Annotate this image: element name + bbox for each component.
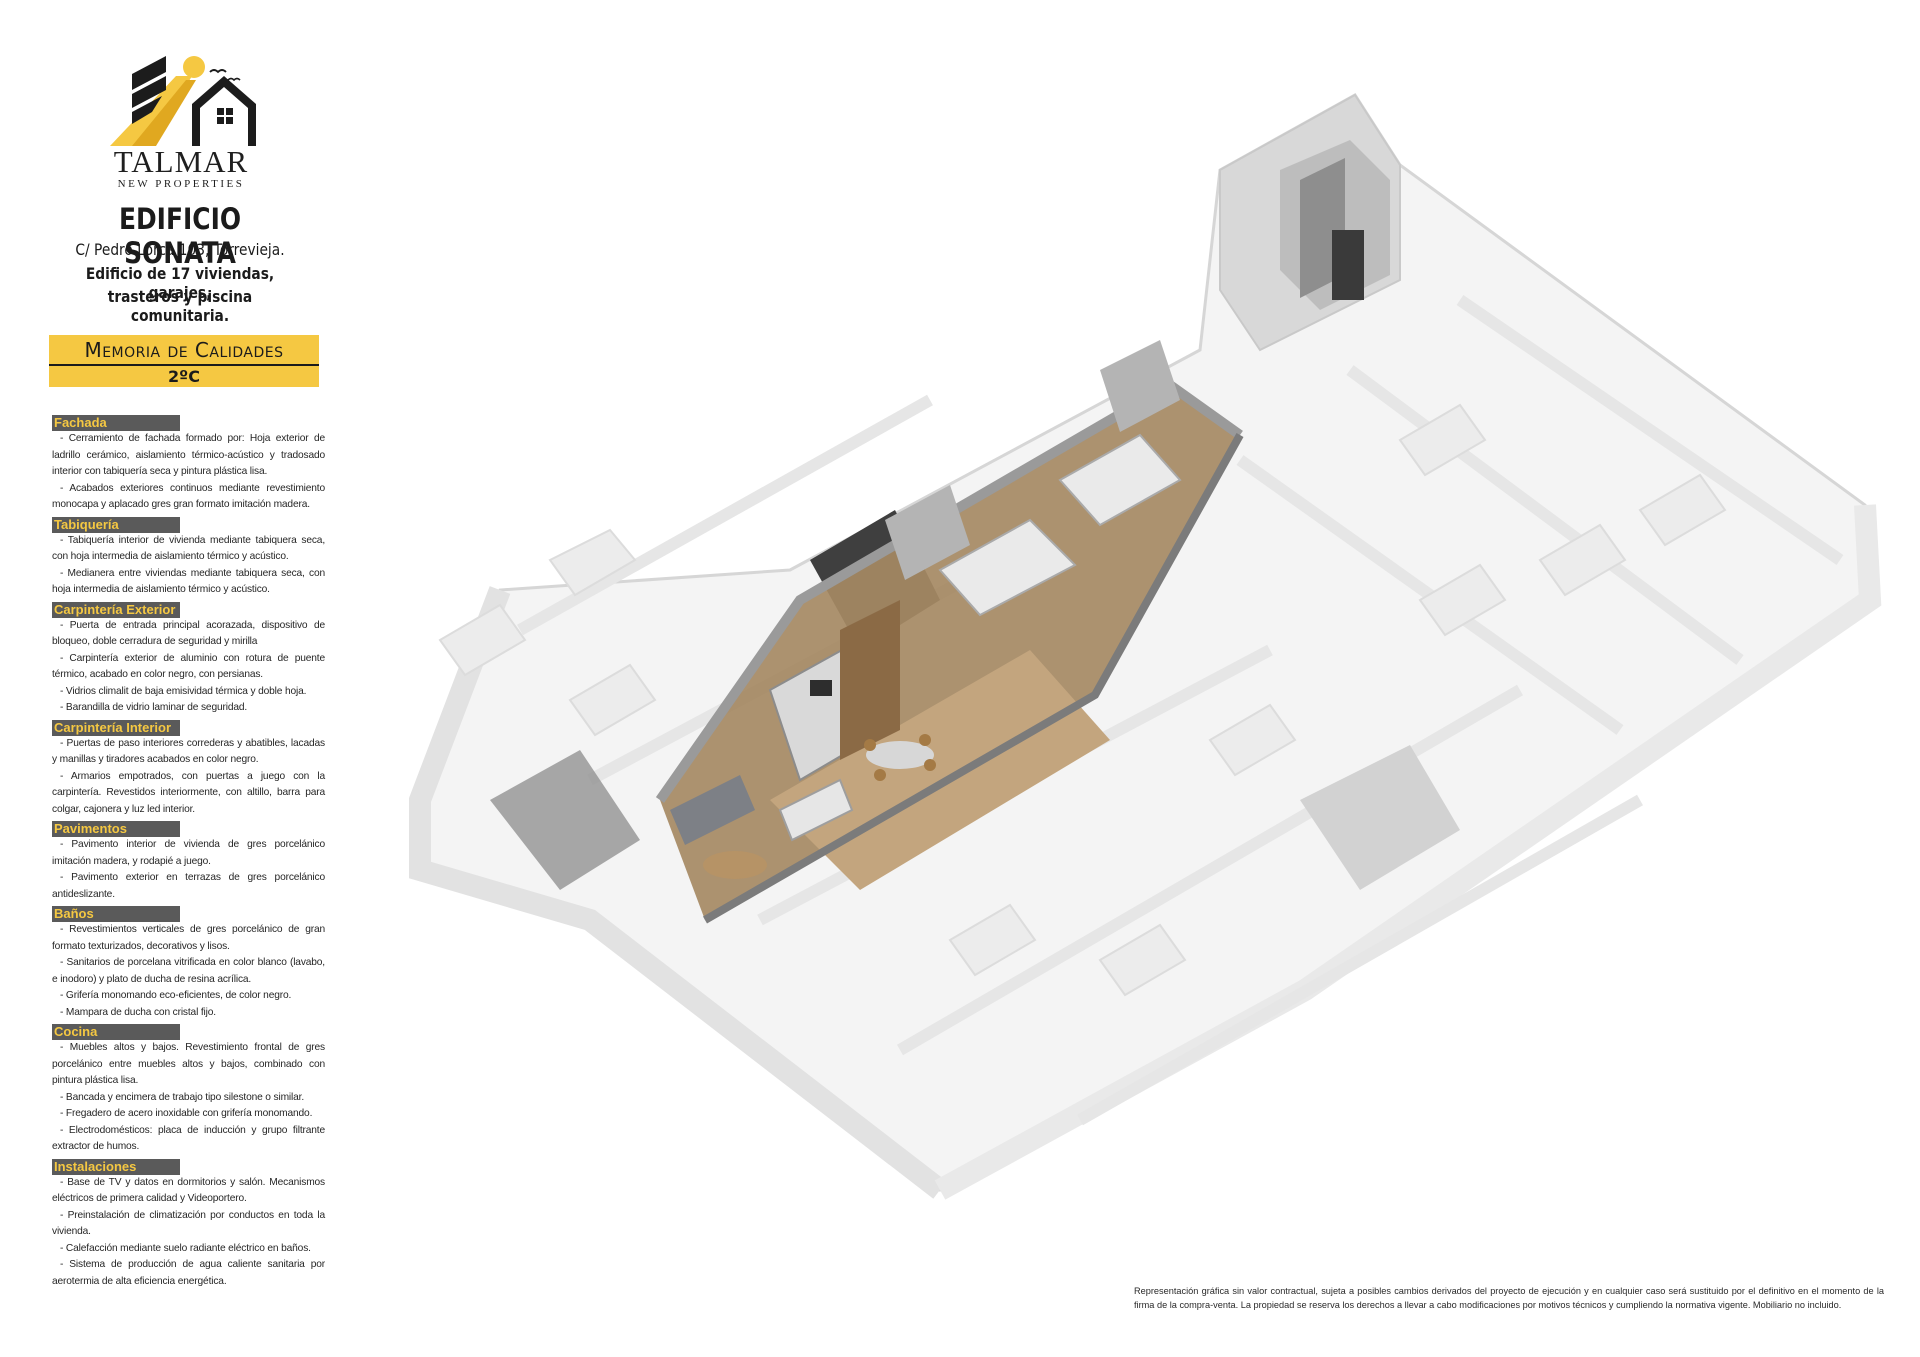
spec-section: Fachada - Cerramiento de fachada formado … <box>52 415 325 514</box>
spec-item: - Armarios empotrados, con puertas a jue… <box>52 770 325 815</box>
memoria-title: Memoria de Calidades <box>84 338 284 362</box>
legal-disclaimer: Representación gráfica sin valor contrac… <box>1134 1286 1884 1310</box>
building-title: EDIFICIO SONATA <box>118 202 242 270</box>
spec-section-title: Pavimentos <box>52 821 180 837</box>
spec-item: - Carpintería exterior de aluminio con r… <box>52 652 325 681</box>
memoria-banner: Memoria de Calidades 2ºC <box>49 335 319 387</box>
brand-subtitle: NEW PROPERTIES <box>117 178 245 190</box>
spec-section: Tabiquería- Tabiquería interior de vivie… <box>52 516 325 599</box>
company-logo: TALMAR NEW PROPERTIES <box>96 50 266 200</box>
spec-item: - Preinstalación de climatización por co… <box>52 1209 325 1238</box>
stair-elevator-core <box>1219 93 1401 352</box>
spec-section: Carpintería Interior- Puertas de paso in… <box>52 719 325 819</box>
spec-section: Baños - Revestimientos verticales de gres… <box>52 906 325 1021</box>
spec-item: - Pavimento exterior en terrazas de gres… <box>52 872 325 900</box>
spec-item: - Puertas de paso interiores correderas … <box>52 737 325 766</box>
spec-item: - Sanitarios de porcelana vitrificada en… <box>52 957 325 985</box>
spec-section: Cocina - Muebles altos y bajos. Revestimi… <box>52 1024 325 1156</box>
spec-item: - Vidrios climalit de baja emisividad té… <box>60 685 307 697</box>
spec-item: - Revestimientos verticales de gres porc… <box>52 924 325 952</box>
highlighted-apartment <box>490 340 1244 924</box>
spec-item: - Pavimento interior de vivienda de gres… <box>52 839 325 867</box>
spec-item: - Mampara de ducha con cristal fijo. <box>60 1006 216 1018</box>
spec-section: Pavimentos - Pavimento interior de vivien… <box>52 821 325 903</box>
quality-specs: Fachada - Cerramiento de fachada formado … <box>52 415 325 1293</box>
spec-item: - Electrodomésticos: placa de inducción … <box>52 1124 325 1153</box>
spec-item: - Base de TV y datos en dormitorios y sa… <box>52 1176 325 1205</box>
spec-item: - Acabados exteriores continuos mediante… <box>52 482 325 511</box>
spec-section-title: Cocina <box>52 1024 180 1040</box>
spec-item: - Cerramiento de fachada formado por: Ho… <box>52 433 325 477</box>
spec-section-title: Fachada <box>52 415 180 431</box>
isometric-floor-plan <box>409 93 1882 1200</box>
plan-slab <box>418 93 1872 1192</box>
brand-name: TALMAR <box>113 144 249 179</box>
logo-emblem-icon <box>110 56 256 146</box>
spec-item: - Grifería monomando eco-eficientes, de … <box>60 990 292 1001</box>
memoria-unit: 2ºC <box>168 367 200 386</box>
spec-item: - Tabiquería interior de vivienda median… <box>52 534 325 563</box>
spec-section-title: Carpintería Interior <box>52 719 180 736</box>
spec-section: Carpintería Exterior- Puerta de entrada … <box>52 601 325 717</box>
building-address: C/ Pedro Lorca 103, Torrevieja. <box>75 240 285 259</box>
spec-section: Instalaciones- Base de TV y datos en dor… <box>52 1158 325 1291</box>
patio-void <box>1300 745 1460 890</box>
spec-item: - Barandilla de vidrio laminar de seguri… <box>60 702 248 713</box>
spec-section-title: Carpintería Exterior <box>52 601 180 618</box>
spec-section-title: Tabiquería <box>52 516 180 533</box>
spec-section-title: Baños <box>52 906 180 922</box>
spec-item: - Calefacción mediante suelo radiante el… <box>60 1242 311 1254</box>
memoria-divider <box>49 364 319 366</box>
spec-item: - Puerta de entrada principal acorazada,… <box>52 619 325 648</box>
spec-item: - Muebles altos y bajos. Revestimiento f… <box>52 1042 325 1086</box>
spec-item: - Medianera entre viviendas mediante tab… <box>52 567 325 596</box>
spec-section-title: Instalaciones <box>52 1158 180 1175</box>
building-description-line2: trasteros y piscina comunitaria. <box>107 287 253 325</box>
building-description-line1: Edificio de 17 viviendas, garajes, <box>85 264 275 302</box>
spec-item: - Sistema de producción de agua caliente… <box>52 1259 325 1287</box>
spec-item: - Fregadero de acero inoxidable con grif… <box>60 1108 313 1119</box>
spec-item: - Bancada y encimera de trabajo tipo sil… <box>60 1091 305 1103</box>
